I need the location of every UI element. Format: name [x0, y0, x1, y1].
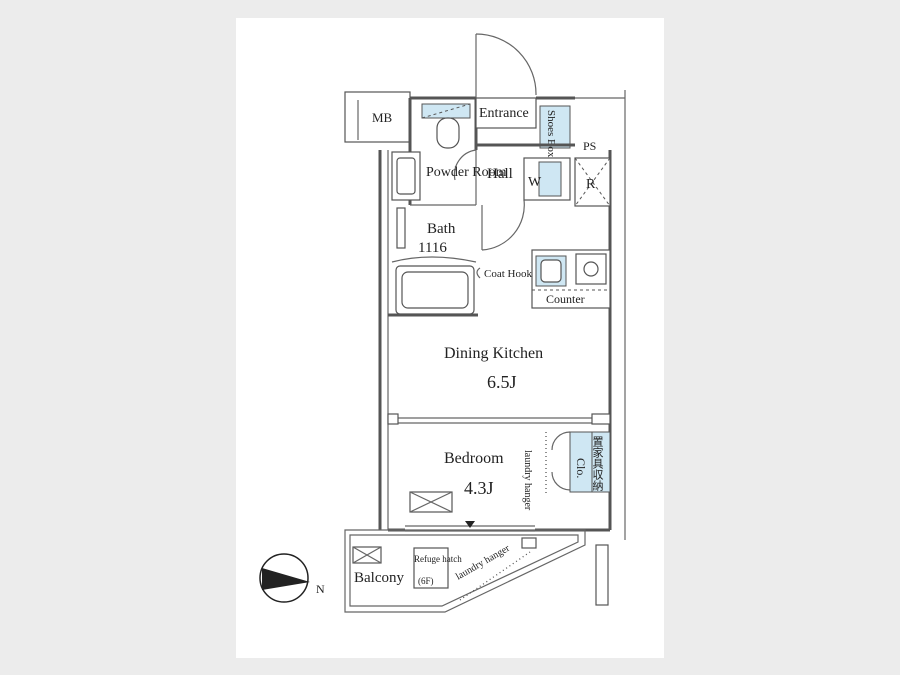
balcony-label: Balcony — [354, 570, 404, 586]
refuge-hatch-label: Refuge hatch — [414, 554, 462, 564]
ps-label: PS — [583, 139, 596, 153]
entrance-door — [475, 33, 537, 98]
bedroom-partition — [387, 413, 611, 425]
bath-size-label: 1116 — [418, 240, 447, 256]
coat-hook-label: Coat Hook — [484, 268, 532, 280]
powder-room-label-line1: Powder Room — [426, 165, 507, 180]
washer-fridge-area: W R — [523, 157, 611, 207]
fridge-label: R — [586, 177, 596, 192]
window-marker-icon — [465, 521, 475, 528]
bedroom-size-label: 4.3J — [464, 478, 494, 498]
entrance-area: Entrance Shoes Box PS — [475, 97, 596, 158]
north-label: N — [316, 582, 325, 596]
hall-area: Powder Room Hall — [426, 143, 575, 251]
entrance-label: Entrance — [479, 106, 529, 121]
dining-kitchen: Dining Kitchen 6.5J — [444, 345, 543, 392]
closet-label: Clo. — [574, 458, 588, 478]
north-arrow-icon: N — [259, 553, 325, 603]
storage-label: 置家具収納 — [591, 436, 604, 492]
closet: Clo. 置家具収納 — [551, 431, 611, 493]
washer-label: W — [528, 175, 542, 190]
powder-room-fixtures — [408, 98, 478, 206]
hall-label: Hall — [487, 166, 513, 182]
coat-hook: Coat Hook — [476, 267, 532, 280]
shoes-box-label: Shoes Box — [545, 110, 557, 158]
bath-label: Bath — [427, 221, 456, 237]
counter-label: Counter — [546, 292, 585, 306]
dining-kitchen-label: Dining Kitchen — [444, 345, 543, 362]
kitchen-counter: Counter — [531, 249, 611, 309]
mb-room: MB — [344, 91, 411, 143]
laundry-hanger-bedroom-label: laundry hanger — [522, 450, 533, 511]
refuge-hatch-floor-label: (6F) — [418, 576, 434, 586]
dining-kitchen-size-label: 6.5J — [487, 372, 517, 392]
bedroom: Bedroom 4.3J laundry hanger — [409, 432, 547, 513]
balcony: Balcony Refuge hatch (6F) laundry hanger — [344, 529, 609, 613]
bath-room: Bath 1116 — [388, 151, 478, 317]
bedroom-label: Bedroom — [444, 450, 504, 467]
mb-label: MB — [372, 110, 393, 125]
